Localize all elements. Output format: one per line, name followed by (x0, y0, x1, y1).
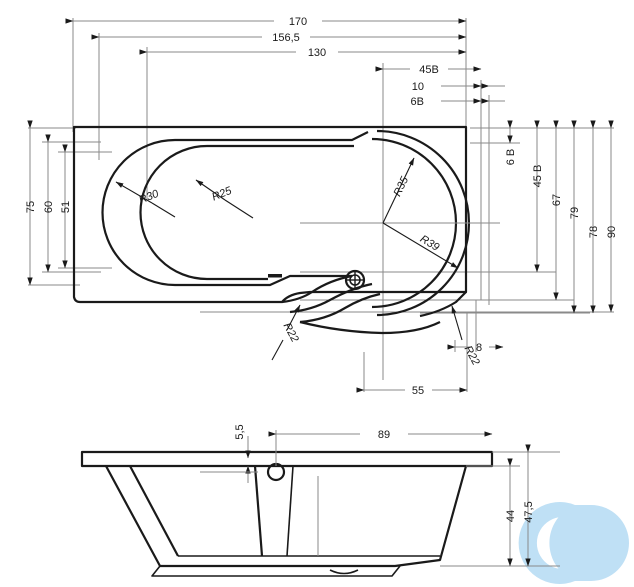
rad-r30-label: R30 (137, 188, 161, 207)
plan-left-bowl-inner-arc (139, 144, 208, 281)
radius-leaders (115, 157, 463, 361)
dim-156-5-label: 156,5 (272, 32, 300, 44)
plan-seat-contour (281, 274, 381, 324)
plan-left-bowl-outer-arc (101, 138, 176, 287)
dim-45b-v-label: 45 B (532, 165, 544, 188)
rad-r22-left-label: R22 (281, 321, 301, 344)
dim-47-5-label: 47,5 (523, 501, 535, 522)
plan-bottom-bowl-curve (299, 291, 467, 335)
drain-hole (344, 269, 366, 291)
plan-top-dimension-lines (65, 18, 505, 104)
plan-basin-rails (175, 131, 369, 287)
section-inner-lines (151, 465, 440, 577)
plan-left-dimension-lines (27, 120, 68, 286)
dim-8-label: 8 (476, 342, 482, 354)
dimension-text-layer: 170 156,5 130 45B 10 6B 55 8 75 60 51 6 … (25, 16, 618, 523)
plan-rim-tab (268, 274, 282, 278)
plan-extension-lines (28, 18, 614, 392)
dim-51-label: 51 (60, 201, 72, 213)
dim-170-label: 170 (289, 16, 307, 28)
dim-90-label: 90 (606, 226, 618, 238)
dim-78-label: 78 (588, 226, 600, 238)
dim-44-label: 44 (505, 510, 517, 522)
rad-r35-label: R35 (391, 174, 411, 198)
dim-6b-label: 6B (411, 96, 424, 108)
dim-79-label: 79 (569, 207, 581, 219)
dim-45b-label: 45B (419, 64, 439, 76)
dim-10-label: 10 (412, 81, 424, 93)
dim-60-label: 60 (43, 201, 55, 213)
dim-130-label: 130 (308, 47, 326, 59)
dim-67-label: 67 (551, 194, 563, 206)
dim-75-label: 75 (25, 201, 37, 213)
rad-r25-label: R25 (210, 185, 234, 204)
dim-55-label: 55 (412, 385, 424, 397)
dim-5-5-label: 5,5 (234, 424, 246, 439)
dim-89-label: 89 (378, 429, 390, 441)
cd-logo-watermark (518, 502, 629, 584)
plan-right-dimension-lines (507, 120, 614, 314)
section-dimension-lines (200, 430, 560, 567)
dim-6b-v-label: 6 B (505, 149, 517, 166)
plan-bottom-dimension-lines (356, 344, 504, 393)
